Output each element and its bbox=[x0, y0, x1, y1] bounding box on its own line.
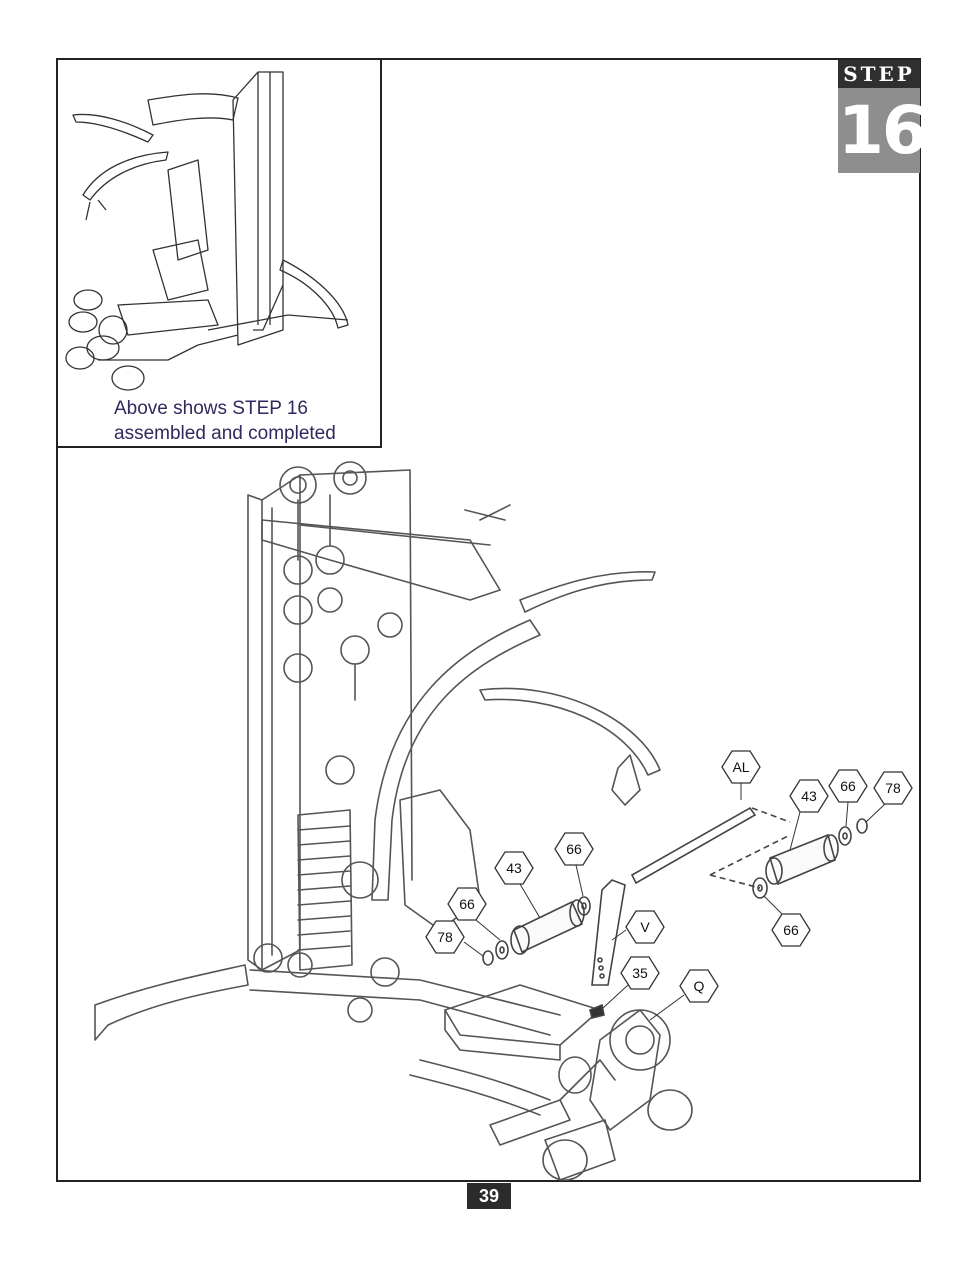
callout-al-label: AL bbox=[732, 759, 749, 775]
callout-v: V bbox=[611, 910, 665, 944]
weight-stack bbox=[297, 809, 353, 971]
callout-66-mid: 66 bbox=[554, 832, 594, 897]
left-upright bbox=[247, 494, 263, 971]
callout-66-left: 66 bbox=[447, 887, 501, 941]
callout-43-right: 43 bbox=[789, 779, 829, 851]
inset-caption-line1: Above shows STEP 16 bbox=[114, 398, 308, 419]
callout-43-left: 43 bbox=[494, 851, 541, 919]
upper-press-arm bbox=[519, 571, 656, 613]
main-curved-arm bbox=[371, 619, 541, 901]
inset-caption-line2: assembled and completed bbox=[114, 423, 336, 444]
callout-66-mid-label: 66 bbox=[566, 841, 582, 857]
callout-43-right-label: 43 bbox=[801, 788, 817, 804]
top-beam bbox=[261, 519, 501, 601]
step-badge: STEP 16 bbox=[838, 60, 928, 173]
callout-66-right-label: 66 bbox=[840, 778, 856, 794]
callout-35: 35 bbox=[602, 956, 660, 1009]
page-frame bbox=[56, 58, 921, 1182]
lower-press-arm bbox=[479, 687, 661, 776]
step-label: STEP bbox=[838, 60, 920, 88]
base-left-leg bbox=[94, 964, 249, 1041]
callout-v-label: V bbox=[640, 919, 650, 935]
part-v-bracket bbox=[591, 879, 626, 986]
leg-developer-frame bbox=[589, 1009, 661, 1131]
callout-78-left: 78 bbox=[425, 920, 484, 957]
callouts: AL 43 66 78 66 43 66 bbox=[425, 750, 913, 1021]
inset-caption: Above shows STEP 16 assembled and comple… bbox=[114, 396, 378, 446]
seat-pad bbox=[444, 984, 601, 1046]
completed-assembly-inset bbox=[56, 58, 382, 448]
page-number: 39 bbox=[467, 1183, 511, 1209]
callout-78-right-label: 78 bbox=[885, 780, 901, 796]
callout-78-right: 78 bbox=[865, 771, 913, 823]
inset-illustration bbox=[65, 71, 349, 391]
callout-43-left-label: 43 bbox=[506, 860, 522, 876]
callout-al: AL bbox=[721, 750, 761, 800]
callout-66-right: 66 bbox=[828, 769, 868, 827]
step-number: 16 bbox=[838, 88, 928, 173]
callout-35-label: 35 bbox=[632, 965, 648, 981]
callout-q: Q bbox=[649, 969, 719, 1021]
callout-q-label: Q bbox=[694, 978, 705, 994]
callout-66-lower-label: 66 bbox=[783, 922, 799, 938]
axle-al bbox=[630, 806, 757, 885]
top-pulley-right bbox=[333, 461, 367, 495]
callout-78-left-label: 78 bbox=[437, 929, 453, 945]
callout-66-lower: 66 bbox=[763, 895, 811, 947]
callout-66-left-label: 66 bbox=[459, 896, 475, 912]
